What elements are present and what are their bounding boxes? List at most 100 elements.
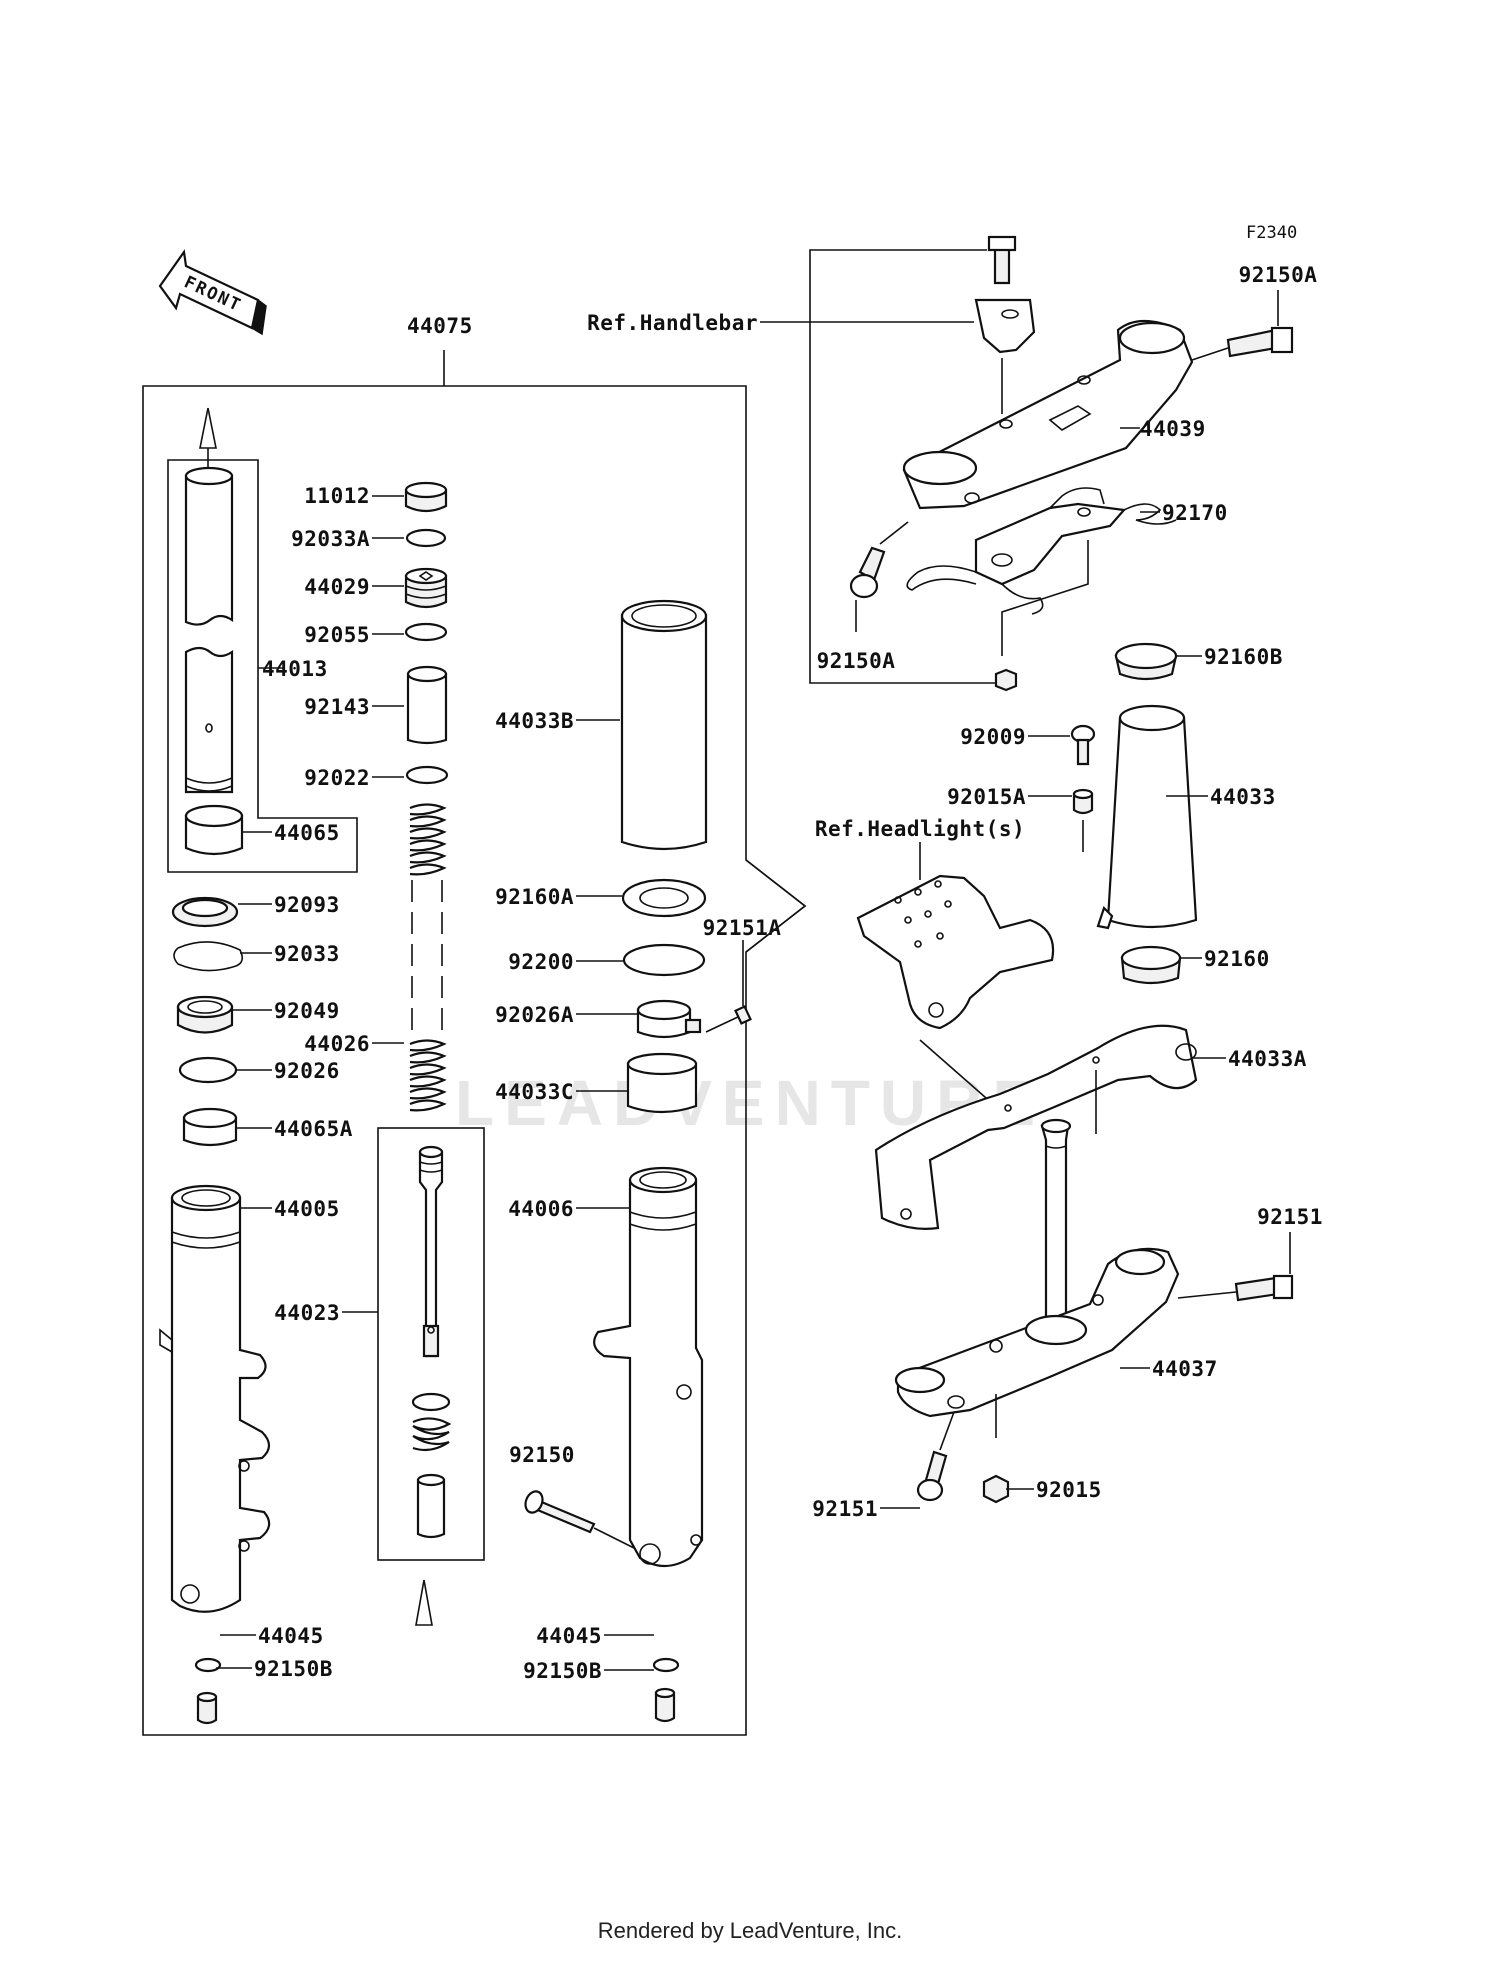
part-92026A-clamp [636,999,702,1039]
callout-92015: 92015 [1036,1478,1102,1502]
part-92009-screw [1070,724,1096,766]
part-92093-oil-seal [171,896,239,928]
callout-44065A: 44065A [274,1117,353,1141]
callout-11012: 11012 [304,484,370,508]
callout-44033B: 44033B [495,709,574,733]
part-11012-cap [404,481,448,513]
part-92150B-bolt-left [196,1691,218,1725]
part-92015-nut [982,1474,1010,1504]
callout-92150: 92150 [509,1443,575,1467]
callout-92151A: 92151A [703,916,782,940]
part-44029-plug [404,567,448,609]
part-44033A-lower-cover [874,1024,1198,1230]
callout-92009: 92009 [960,725,1026,749]
callout-44023: 44023 [274,1301,340,1325]
part-44026-spring [409,803,447,1112]
callout-92055: 92055 [304,623,370,647]
callout-44065: 44065 [274,821,340,845]
part-92160A-seat [621,878,707,918]
callout-92033: 92033 [274,942,340,966]
fork-assembly-frame [142,350,807,1736]
callout-92026A: 92026A [495,1003,574,1027]
callout-92160A: 92160A [495,885,574,909]
part-92143-collar [406,665,448,745]
callout-92151-top: 92151 [1257,1205,1323,1229]
part-44065-bushing [184,804,244,856]
damper-subassembly-frame [377,1127,485,1561]
callout-44045-left: 44045 [258,1624,324,1648]
ref-label-ref-handlebar: Ref.Handlebar [587,311,758,335]
callout-leader-lines [216,290,1291,1671]
callout-44037: 44037 [1152,1357,1218,1381]
part-92160B-seat [1114,642,1178,681]
callout-92170: 92170 [1162,501,1228,525]
cylinder-subassembly-frame [167,459,358,873]
part-44006-outer-tube-right [593,1166,704,1568]
callout-92049: 92049 [274,999,340,1023]
callout-92160: 92160 [1204,947,1270,971]
callout-44045-right: 44045 [536,1624,602,1648]
callout-labels: 44075 11012 92033A 44029 92055 44013 92143 9202… [254,263,1323,1683]
callout-44075: 44075 [407,314,473,338]
callout-44006: 44006 [508,1197,574,1221]
part-92170-plate-and-clip [906,487,1177,656]
part-handlebar-holder [974,298,1036,414]
front-direction-arrow: FRONT [158,249,267,336]
callout-92022: 92022 [304,766,370,790]
part-44033C-guide [626,1052,698,1114]
callout-44026: 44026 [304,1032,370,1056]
part-92150A-bolt-top [1191,326,1294,361]
callout-92160B: 92160B [1204,645,1283,669]
part-92015A-nut [1072,788,1094,852]
part-92160-seat [1120,945,1182,985]
callout-44033C: 44033C [495,1080,574,1104]
part-92026-washer [178,1056,238,1084]
callout-92151-bottom: 92151 [812,1497,878,1521]
callout-92026: 92026 [274,1059,340,1083]
part-bracket-nut [994,668,1018,692]
callout-92093: 92093 [274,893,340,917]
callout-92033A: 92033A [291,527,370,551]
part-44045-washer-left [194,1657,222,1673]
part-handlebar-bolt [987,235,1017,285]
diagram-code: F2340 [1246,223,1297,243]
callout-44033A: 44033A [1228,1047,1307,1071]
part-44045-washer-right [652,1657,680,1673]
callout-44013: 44013 [262,657,328,681]
part-92150-bolt [524,1490,635,1549]
part-44065A-bushing [182,1107,238,1147]
callout-92150B-right: 92150B [523,1659,602,1683]
part-92150B-bolt-right [654,1687,676,1723]
callout-92150A-top: 92150A [1239,263,1318,287]
part-92033-circlip [173,941,244,972]
callout-44005: 44005 [274,1197,340,1221]
callout-92015A: 92015A [947,785,1026,809]
part-44039-upper-bracket [902,320,1194,510]
part-44005-outer-tube-left [159,1184,271,1613]
callout-92150B-left: 92150B [254,1657,333,1681]
part-44023-damper-rod [411,1145,452,1539]
part-92049-seal [176,995,234,1034]
part-92200-washer [622,943,706,977]
part-92151A-screw [705,1005,752,1033]
part-44013-cylinder [184,466,234,794]
callout-44029: 44029 [304,575,370,599]
ref-label-ref-headlight: Ref.Headlight(s) [815,817,1025,841]
footer-credit: Rendered by LeadVenture, Inc. [597,1918,903,1943]
callout-92150A-bottom: 92150A [817,649,896,673]
callout-44033: 44033 [1210,785,1276,809]
part-44033B-fork-cover [620,599,708,851]
callout-44039: 44039 [1140,417,1206,441]
part-92033A-ring [405,528,447,548]
part-92150A-bolt-bottom [849,521,909,599]
part-92151-bolt-bottom [916,1411,955,1502]
part-92151-bolt-top [1177,1274,1294,1302]
part-44033-upper-cover [1096,704,1198,930]
part-92055-o-ring [404,622,448,642]
callout-92200: 92200 [508,950,574,974]
part-44037-lower-bracket [894,1118,1180,1438]
part-92022-washer [405,765,449,785]
callout-92143: 92143 [304,695,370,719]
